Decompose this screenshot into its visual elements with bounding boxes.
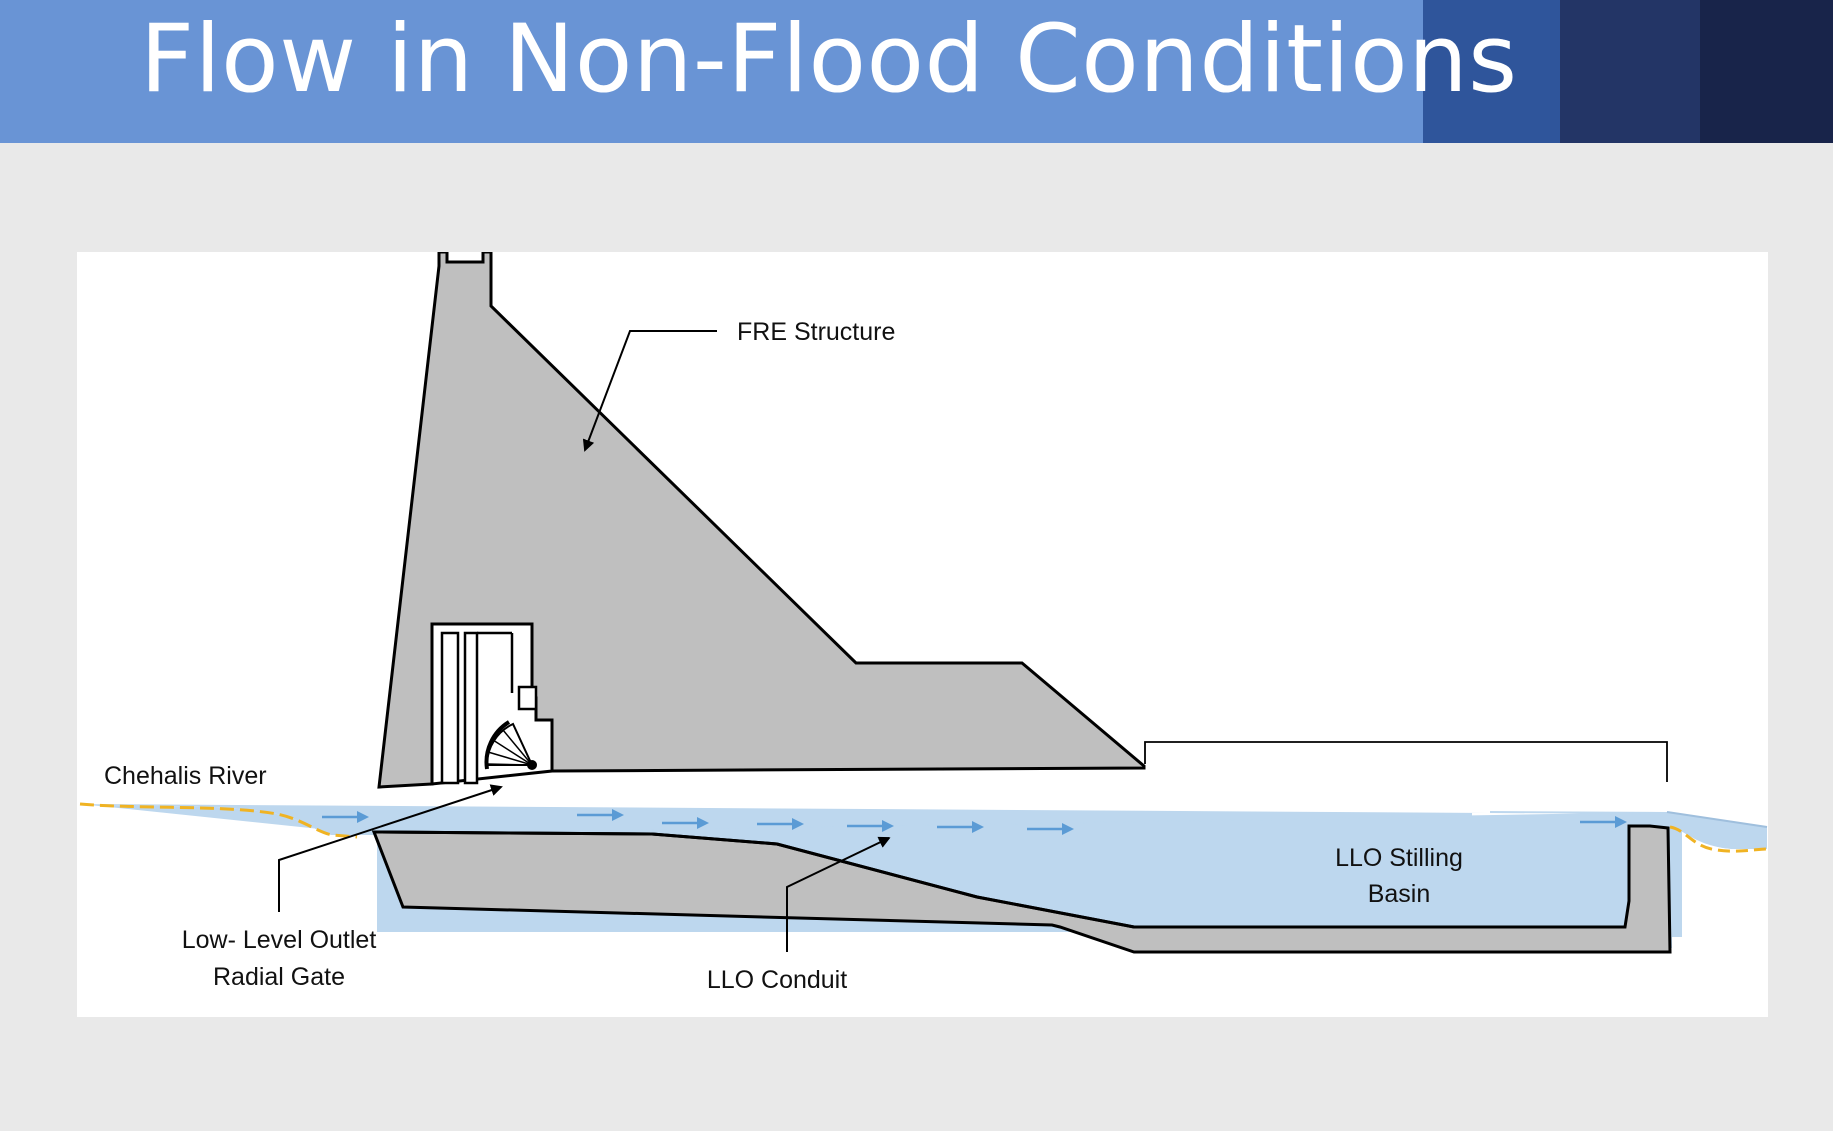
banner-accent-block xyxy=(1423,0,1560,143)
radial-gate xyxy=(484,720,537,770)
stilling-basin-outline xyxy=(1144,741,1668,782)
title-banner: Flow in Non-Flood Conditions xyxy=(0,0,1833,143)
fre-structure-label: FRE Structure xyxy=(737,318,895,346)
llo-conduit-callout xyxy=(786,836,891,952)
radial-gate-label-line1: Low- Level Outlet xyxy=(182,926,377,954)
stilling-basin-label-line2: Basin xyxy=(1368,880,1431,908)
stilling-basin-label-line1: LLO Stilling xyxy=(1335,844,1463,872)
radial-gate-label-line2: Radial Gate xyxy=(213,963,345,991)
conduit-water xyxy=(377,814,1682,939)
banner-accent-block xyxy=(1560,0,1700,143)
shaft-rail xyxy=(463,631,479,785)
radial-gate-callout xyxy=(278,784,503,912)
shaft-rail xyxy=(440,631,460,785)
fre-structure-callout xyxy=(582,330,717,452)
llo-conduit-label: LLO Conduit xyxy=(707,966,847,994)
banner-accent-block xyxy=(1700,0,1833,143)
flow-arrows xyxy=(322,809,1627,835)
fre-structure-dam xyxy=(400,257,441,264)
dam-flow-diagram: FRE Structure Chehalis River Low- Level … xyxy=(77,252,1768,1017)
downstream-riverbank xyxy=(1669,825,1768,853)
slide-title: Flow in Non-Flood Conditions xyxy=(140,5,1518,114)
upstream-riverbank xyxy=(79,802,358,839)
chehalis-river-label: Chehalis River xyxy=(104,762,267,790)
